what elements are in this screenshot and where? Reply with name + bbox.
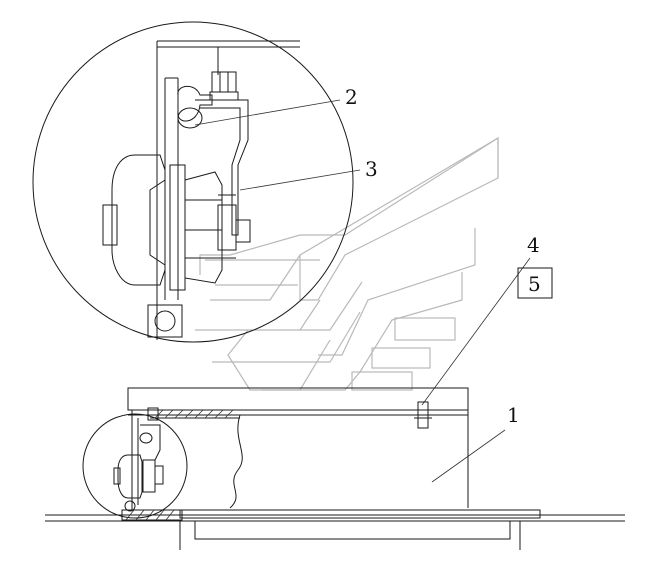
callout-4: 4 — [527, 233, 540, 257]
callout-1: 1 — [507, 403, 520, 427]
callout-3: 3 — [365, 157, 378, 181]
detail-magnified-view — [32, 21, 354, 343]
callout-leaders — [194, 99, 531, 483]
hatched-strip — [150, 409, 240, 419]
watermark-logo — [195, 136, 499, 391]
detail-small-view — [82, 407, 188, 519]
main-assembly — [45, 387, 625, 550]
callout-5-box: 5 — [517, 267, 553, 299]
callout-2: 2 — [345, 85, 358, 109]
callout-5: 5 — [528, 272, 541, 296]
